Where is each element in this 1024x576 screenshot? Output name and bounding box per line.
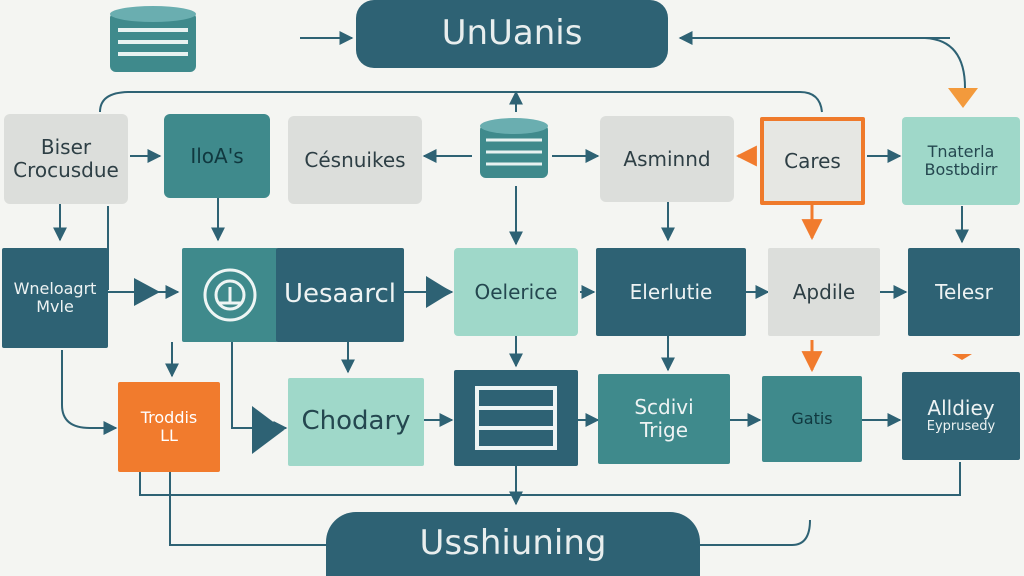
- row2-node-5-label: Apdile: [792, 279, 856, 304]
- row1-node-5[interactable]: Cares: [760, 117, 865, 205]
- row3-node-2-label: Chodary: [301, 406, 411, 437]
- row1-node-5-label: Cares: [784, 148, 841, 173]
- row2-node-2[interactable]: Uesaarcl: [276, 248, 404, 342]
- row1-node-4[interactable]: Asminnd: [600, 116, 734, 202]
- row2-node-6[interactable]: Telesr: [908, 248, 1020, 336]
- row3-node-1-line2: LL: [160, 426, 178, 445]
- row3-node-5[interactable]: Gatis: [762, 376, 862, 462]
- top-node-label: UnUanis: [441, 13, 583, 54]
- row1-node-6-line2: Bostbdirr: [924, 160, 998, 179]
- row2-node-1-line2: Mvle: [36, 297, 74, 316]
- row1-node-1-line2: Crocusdue: [13, 158, 119, 182]
- row2-node-1[interactable]: Wneloagrt Mvle: [2, 248, 108, 348]
- bottom-node[interactable]: Usshiuning: [326, 512, 700, 576]
- row3-node-4-line2: Trige: [639, 418, 689, 442]
- search-panel-icon-box[interactable]: [182, 248, 278, 342]
- row1-node-4-label: Asminnd: [623, 146, 711, 171]
- row1-node-1[interactable]: Biser Crocusdue: [4, 114, 128, 204]
- gauge-icon: [203, 268, 257, 322]
- row1-node-6-line1: Tnaterla: [927, 141, 995, 161]
- table-icon: [475, 386, 557, 450]
- row3-node-2[interactable]: Chodary: [288, 378, 424, 466]
- row3-node-6[interactable]: Alldiey Eyprusedy: [902, 372, 1020, 460]
- row2-node-1-line1: Wneloagrt: [13, 278, 97, 298]
- row3-node-6-line2: Eyprusedy: [926, 419, 996, 435]
- database-icon: [474, 116, 554, 184]
- row3-node-1-line1: Troddis: [140, 407, 198, 427]
- row1-node-6[interactable]: Tnaterla Bostbdirr: [902, 117, 1020, 205]
- bottom-node-label: Usshiuning: [419, 523, 607, 564]
- row2-node-4[interactable]: Elerlutie: [596, 248, 746, 336]
- row3-node-4[interactable]: Scdivi Trige: [598, 374, 730, 464]
- row3-node-1[interactable]: Troddis LL: [118, 382, 220, 472]
- row2-node-2-label: Uesaarcl: [283, 279, 397, 310]
- row2-node-3-label: Oelerice: [474, 279, 558, 304]
- row1-node-2[interactable]: IloA's: [164, 114, 270, 198]
- row2-node-6-label: Telesr: [935, 279, 993, 304]
- row3-node-4-line1: Scdivi: [634, 395, 694, 419]
- row3-node-6-line1: Alldiey: [927, 396, 995, 421]
- row2-node-4-label: Elerlutie: [629, 279, 713, 304]
- row1-node-3-label: Césnuikes: [304, 147, 406, 172]
- row2-node-5[interactable]: Apdile: [768, 248, 880, 336]
- row1-node-3[interactable]: Césnuikes: [288, 116, 422, 204]
- table-box[interactable]: [454, 370, 578, 466]
- row2-node-3[interactable]: Oelerice: [454, 248, 578, 336]
- top-node[interactable]: UnUanis: [356, 0, 668, 68]
- row3-node-5-label: Gatis: [791, 408, 833, 428]
- row1-node-1-line1: Biser: [40, 135, 92, 159]
- row1-node-2-label: IloA's: [190, 143, 244, 168]
- database-icon: [104, 4, 202, 78]
